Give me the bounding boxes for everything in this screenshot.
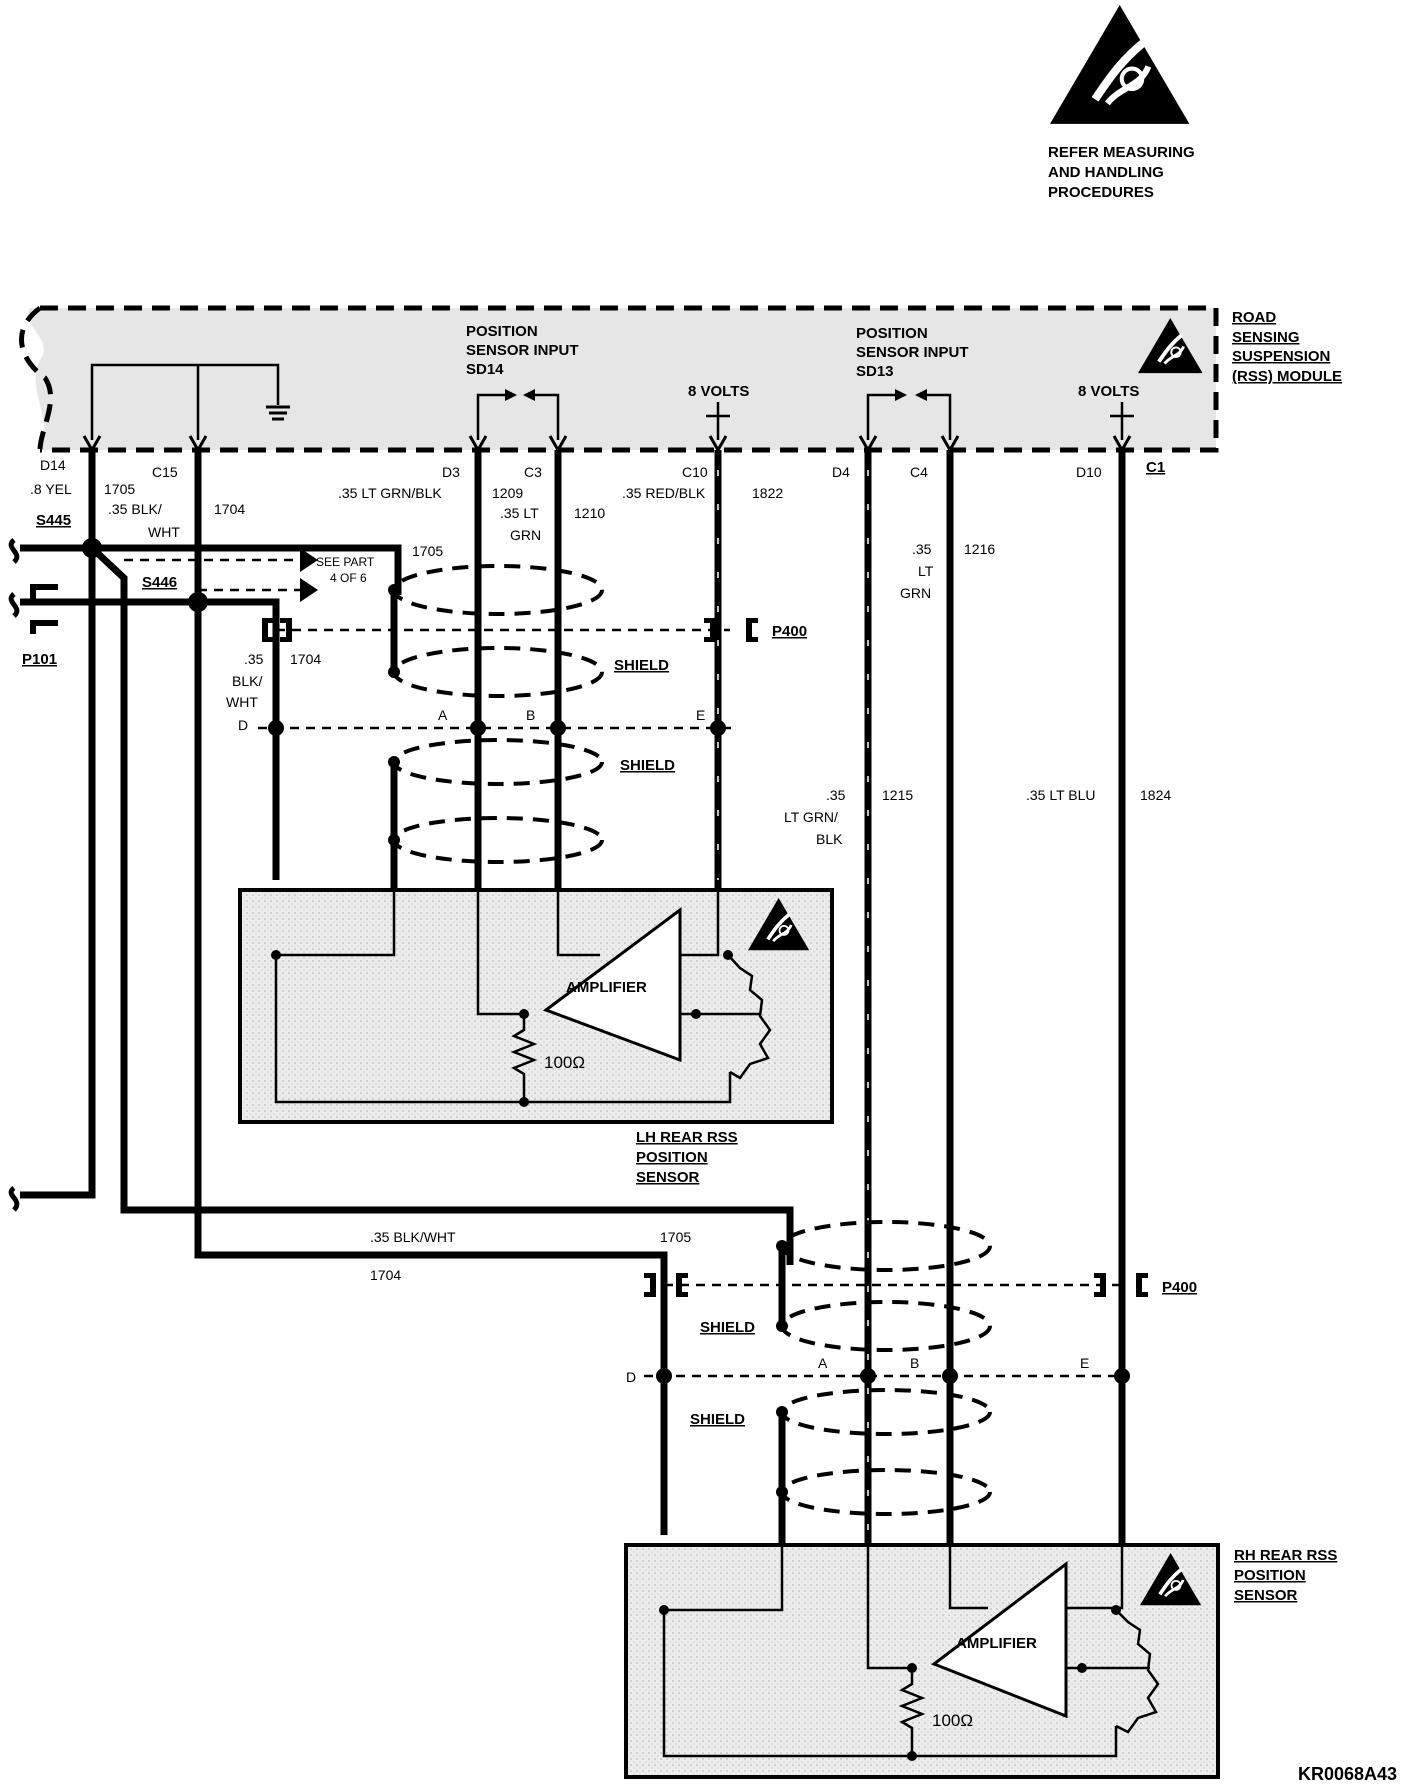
bottom-wire-1705: 1705 (660, 1229, 691, 1245)
splice-wiring: S445 S446 P101 SEE PART 4 OF 6 (8, 450, 794, 1535)
lh-resistor: 100Ω (544, 1053, 585, 1072)
wire-labels: .8 YEL 1705 .35 BLK/ WHT 1704 .35 LT GRN… (30, 481, 1171, 1283)
wire-c4-color-2: LT (918, 563, 934, 579)
lh-pin-d: D (238, 717, 248, 733)
terminal-d4: D4 (832, 464, 850, 480)
rss-module: ROAD SENSING SUSPENSION (RSS) MODULE POS… (19, 305, 1342, 454)
sd13-line-2: SENSOR INPUT (856, 344, 969, 361)
lh-shield-label-2: SHIELD (620, 757, 675, 774)
wire-c15-color-2: WHT (148, 524, 180, 540)
connector-p400-lh: P400 (772, 623, 807, 640)
wire-c4-color-3: GRN (900, 585, 931, 601)
wire-d3-circuit: 1209 (492, 485, 523, 501)
lh-amplifier: AMPLIFIER (566, 979, 647, 996)
module-title-4: (RSS) MODULE (1232, 368, 1342, 385)
volts-2: 8 VOLTS (1078, 383, 1139, 400)
wire-d14-circuit: 1705 (104, 481, 135, 497)
bottom-wire-color: .35 BLK/WHT (370, 1229, 456, 1245)
rh-pin-b: B (910, 1355, 919, 1371)
esd-warning-icon (1050, 5, 1189, 124)
terminal-c1: C1 (1146, 459, 1165, 476)
lh-pin-e: E (696, 707, 705, 723)
lh-wire-color-1: .35 (244, 651, 264, 667)
wire-d4-circuit: 1215 (882, 787, 913, 803)
lh-pin-a: A (438, 707, 448, 723)
lh-1705: 1705 (412, 543, 443, 559)
volts-1: 8 VOLTS (688, 383, 749, 400)
wire-c3-color-2: GRN (510, 527, 541, 543)
ground-icon (266, 405, 290, 421)
splice-s446: S446 (142, 574, 177, 591)
terminal-d3: D3 (442, 464, 460, 480)
rh-shield-label-2: SHIELD (690, 1411, 745, 1428)
sd14-line-1: POSITION (466, 323, 538, 340)
rh-pin-d: D (626, 1369, 636, 1385)
rh-pin-e: E (1080, 1355, 1089, 1371)
wire-c3-circuit: 1210 (574, 505, 605, 521)
lh-shield-label-1: SHIELD (614, 657, 669, 674)
module-wires (474, 450, 1126, 1545)
esd-warning: REFER MEASURING AND HANDLING PROCEDURES (1048, 5, 1195, 201)
see-part-1: SEE PART (316, 555, 375, 569)
wire-c10-circuit: 1822 (752, 485, 783, 501)
sd13-line-3: SD13 (856, 363, 894, 380)
terminal-labels: D14 C15 D3 C3 C10 D4 C4 D10 C1 (40, 457, 1165, 480)
lh-wire-color-3: WHT (226, 694, 258, 710)
wire-d3-color: .35 LT GRN/BLK (338, 485, 442, 501)
terminal-d10: D10 (1076, 464, 1102, 480)
splice-s445: S445 (36, 512, 71, 529)
sd13-line-1: POSITION (856, 325, 928, 342)
wire-c3-color-1: .35 LT (500, 505, 539, 521)
rh-amplifier: AMPLIFIER (956, 1635, 1037, 1652)
terminal-c10: C10 (682, 464, 708, 480)
rh-resistor: 100Ω (932, 1711, 973, 1730)
rh-sensor: AMPLIFIER 100Ω RH REAR RSS POSITION SENS… (624, 1543, 1337, 1779)
lh-wire-circuit: 1704 (290, 651, 321, 667)
see-part-2: 4 OF 6 (330, 571, 367, 585)
lh-sensor-3: SENSOR (636, 1169, 700, 1186)
connector-p400-rh: P400 (1162, 1279, 1197, 1296)
rh-sensor-3: SENSOR (1234, 1587, 1298, 1604)
lh-sensor: AMPLIFIER 100Ω LH REAR RSS POSITION SENS… (238, 888, 834, 1186)
wire-c10-color: .35 RED/BLK (622, 485, 706, 501)
lh-pin-b: B (526, 707, 535, 723)
esd-warning-line-1: REFER MEASURING (1048, 144, 1195, 161)
wire-c15-color-1: .35 BLK/ (108, 501, 162, 517)
wire-c4-circuit: 1216 (964, 541, 995, 557)
esd-warning-line-3: PROCEDURES (1048, 184, 1154, 201)
bottom-wire-1704: 1704 (370, 1267, 401, 1283)
rh-pin-a: A (818, 1355, 828, 1371)
wire-c4-color-1: .35 (912, 541, 932, 557)
lh-connector: P400 SHIELD D A B E SHIELD (238, 564, 807, 890)
rh-connector: P400 SHIELD D A B E SHIELD (626, 1220, 1197, 1545)
lh-sensor-2: POSITION (636, 1149, 708, 1166)
wire-d4-color-3: BLK (816, 831, 843, 847)
esd-warning-line-2: AND HANDLING (1048, 164, 1164, 181)
module-title-3: SUSPENSION (1232, 348, 1330, 365)
wire-d4-color-1: .35 (826, 787, 846, 803)
lh-wire-color-2: BLK/ (232, 673, 262, 689)
terminal-c15: C15 (152, 464, 178, 480)
terminal-d14: D14 (40, 457, 66, 473)
sd14-line-3: SD14 (466, 361, 504, 378)
connector-p101-icon (30, 584, 58, 634)
rh-sensor-1: RH REAR RSS (1234, 1547, 1337, 1564)
rh-sensor-2: POSITION (1234, 1567, 1306, 1584)
module-title-1: ROAD (1232, 309, 1276, 326)
sd14-line-2: SENSOR INPUT (466, 342, 579, 359)
lh-sensor-1: LH REAR RSS (636, 1129, 738, 1146)
wire-c15-circuit: 1704 (214, 501, 245, 517)
figure-code: KR0068A43 (1298, 1764, 1397, 1784)
wire-d4-color-2: LT GRN/ (784, 809, 838, 825)
terminal-c4: C4 (910, 464, 928, 480)
connector-p101: P101 (22, 651, 57, 668)
wire-c1-circuit: 1824 (1140, 787, 1171, 803)
wire-c1-color: .35 LT BLU (1026, 787, 1096, 803)
wire-d14-color: .8 YEL (30, 481, 72, 497)
rh-shield-label-1: SHIELD (700, 1319, 755, 1336)
terminal-c3: C3 (524, 464, 542, 480)
module-title-2: SENSING (1232, 329, 1300, 346)
